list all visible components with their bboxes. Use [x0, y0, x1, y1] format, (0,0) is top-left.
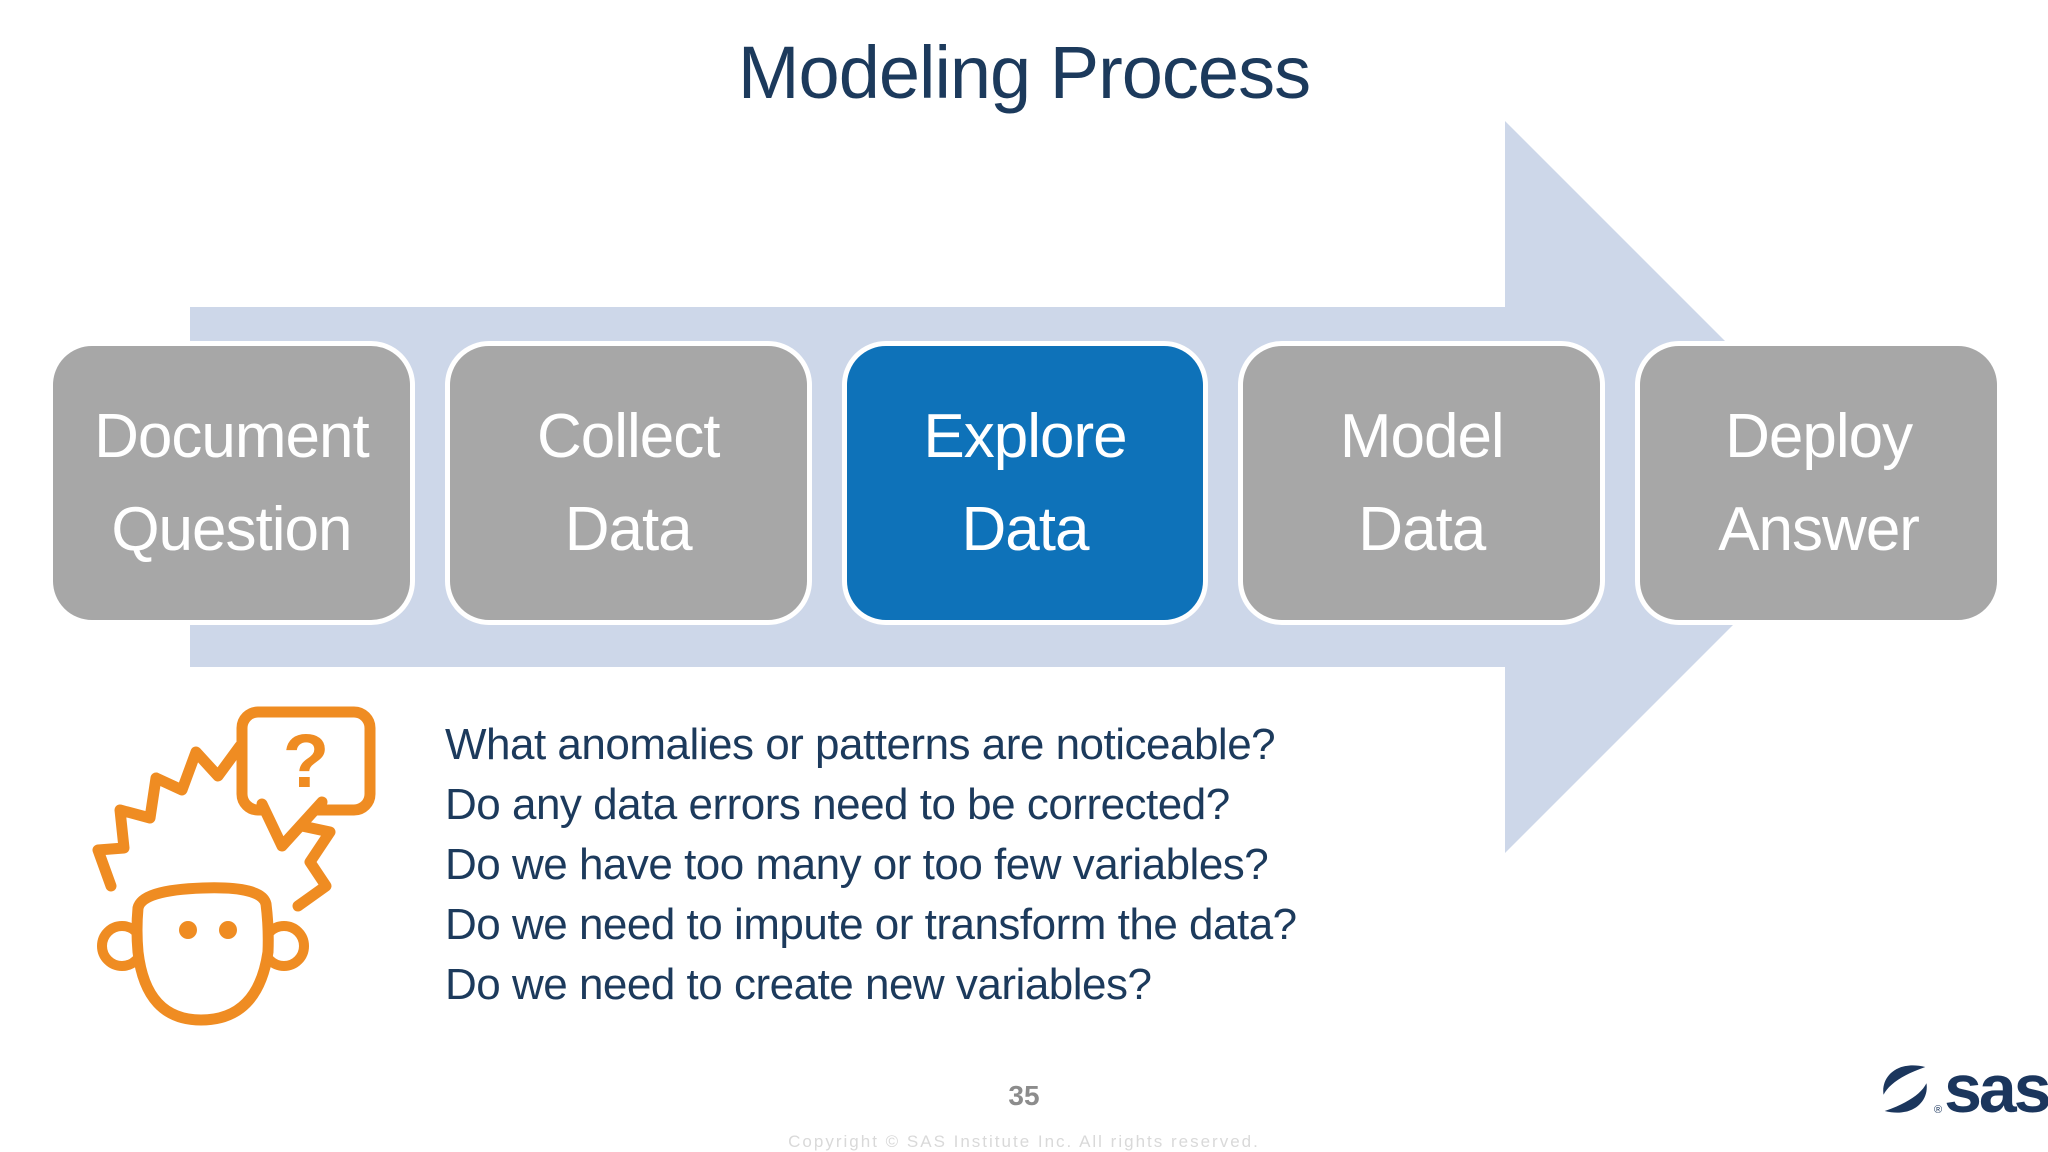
sas-swirl-icon: [1883, 1065, 1927, 1113]
question-line: Do we need to create new variables?: [445, 960, 1152, 1009]
step-explore-data: Explore Data: [841, 341, 1209, 625]
question-line: Do we have too many or too few variables…: [445, 840, 1269, 889]
step-label-line2: Question: [111, 495, 352, 564]
step-label-line2: Data: [564, 495, 693, 564]
slide-title: Modeling Process: [737, 31, 1311, 114]
step-label-line1: Model: [1339, 402, 1505, 471]
question-line: Do any data errors need to be corrected?: [445, 780, 1230, 829]
page-number: 35: [1008, 1080, 1040, 1111]
registered-mark: ®: [1934, 1104, 1943, 1116]
question-mark-glyph: ?: [283, 719, 329, 804]
step-label-line1: Collect: [536, 402, 721, 471]
step-label-line1: Explore: [923, 402, 1127, 471]
step-model-data: Model Data: [1238, 341, 1606, 625]
process-steps: Document Question Collect Data Explore D…: [48, 341, 2002, 625]
step-label-line1: Document: [94, 402, 370, 471]
step-label-line2: Answer: [1718, 495, 1920, 564]
sas-logo: ® sas ®: [1876, 1051, 2048, 1127]
copyright-text: Copyright © SAS Institute Inc. All right…: [788, 1132, 1260, 1151]
face-icon: [131, 882, 274, 1026]
step-label-line2: Data: [961, 495, 1090, 564]
step-label-line2: Data: [1358, 495, 1486, 564]
question-line: What anomalies or patterns are noticeabl…: [445, 720, 1276, 769]
question-line: Do we need to impute or transform the da…: [445, 900, 1297, 949]
right-eye-icon: [219, 921, 237, 939]
sas-logo-text: sas: [1944, 1051, 2048, 1127]
step-collect-data: Collect Data: [444, 341, 812, 625]
left-eye-icon: [179, 921, 197, 939]
question-list: What anomalies or patterns are noticeabl…: [445, 715, 1297, 1015]
speech-bubble-tail-icon: [256, 796, 328, 852]
thinking-person-icon: ?: [92, 706, 376, 1026]
step-deploy-answer: Deploy Answer: [1635, 341, 2002, 625]
step-document-question: Document Question: [48, 341, 415, 625]
step-label-line1: Deploy: [1725, 402, 1913, 471]
